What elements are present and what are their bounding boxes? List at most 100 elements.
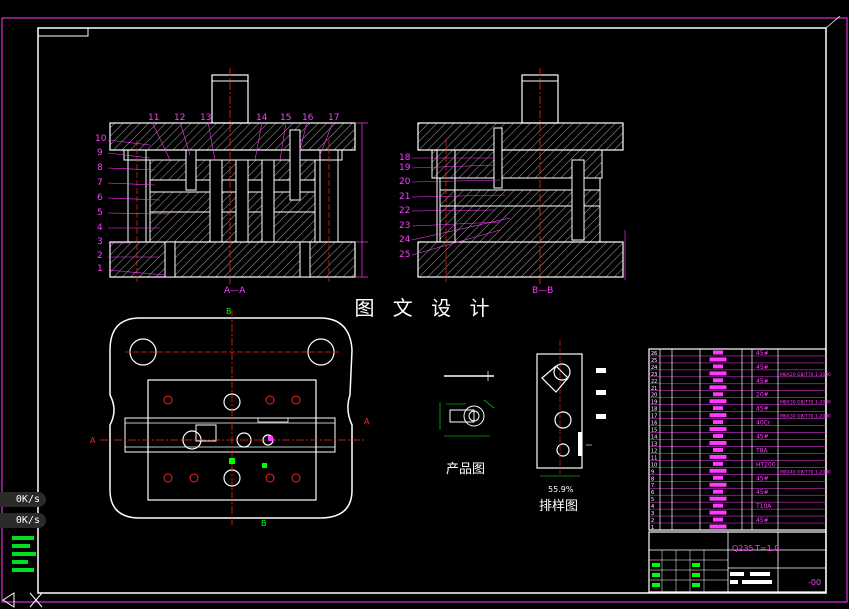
speed-graph xyxy=(12,532,38,580)
bom-row-number: 8 xyxy=(651,476,654,482)
title-thickness: T=1.0 xyxy=(754,544,779,553)
bom-row-number: 17 xyxy=(651,414,657,420)
bom-row-number: 7 xyxy=(651,483,654,489)
callout-13: 13 xyxy=(200,113,211,123)
section-bb-callouts: 18 19 20 21 22 23 24 25 xyxy=(399,153,411,260)
bom-row-name xyxy=(709,427,727,432)
bom-row-number: 26 xyxy=(651,351,657,357)
bom-row-name xyxy=(713,378,723,383)
title-drawing-no: -00 xyxy=(808,578,821,587)
bom-row-number: 1 xyxy=(651,525,654,531)
bom-row-name xyxy=(709,496,727,501)
plan-view-labels: B B A A xyxy=(90,307,370,528)
bom-row-name xyxy=(709,482,727,487)
callout-11: 11 xyxy=(148,113,159,123)
bom-row-number: 11 xyxy=(651,455,657,461)
callout-2: 2 xyxy=(97,251,103,261)
bom-row-name xyxy=(713,503,723,508)
plan-view xyxy=(100,310,365,525)
bom-row-name xyxy=(713,350,723,355)
bom-material: 45# xyxy=(756,489,769,496)
bom-standard: M8X30 GB/T70.1-2000 xyxy=(780,400,831,406)
plan-b-top: B xyxy=(226,307,232,316)
bom-row-name xyxy=(713,364,723,369)
bom-row-name xyxy=(709,357,727,362)
title-material: Q235 xyxy=(732,544,754,553)
bom-row-name xyxy=(713,517,723,522)
plan-a-left: A xyxy=(90,436,96,445)
bom-row-number: 5 xyxy=(651,497,654,503)
bom-row-number: 13 xyxy=(651,441,657,447)
callout-16: 16 xyxy=(302,113,314,123)
bom-row-name xyxy=(709,441,727,445)
bom-row-name xyxy=(709,468,727,473)
bom-material: 45# xyxy=(756,517,769,524)
bom-table: 45#45#45#20#45#40Cr45#T8AHT20045#45#T10A… xyxy=(648,348,831,531)
callout-10: 10 xyxy=(95,134,107,144)
callout-21: 21 xyxy=(399,192,410,202)
callout-15: 15 xyxy=(280,113,291,123)
material-utilization: 55.9% xyxy=(548,485,574,494)
bom-row-number: 9 xyxy=(651,469,654,475)
bom-row-number: 23 xyxy=(651,372,657,378)
section-aa-callouts-left: 10 9 8 7 6 5 4 3 2 1 xyxy=(95,134,107,274)
section-aa-view xyxy=(107,68,368,284)
bom-row-number: 22 xyxy=(651,379,657,385)
callout-12: 12 xyxy=(174,113,185,123)
bom-material: T10A xyxy=(755,503,772,510)
plan-b-bottom: B xyxy=(261,519,267,528)
watermark-text: 图 文 设 计 xyxy=(354,296,496,320)
bom-row-name xyxy=(713,434,723,438)
drawing-frame xyxy=(37,27,827,594)
callout-22: 22 xyxy=(399,206,410,216)
section-aa-label: A—A xyxy=(224,286,246,296)
bom-material: 45# xyxy=(756,364,769,371)
bom-row-name xyxy=(709,385,727,390)
callout-1: 1 xyxy=(97,264,103,274)
callout-23: 23 xyxy=(399,221,410,231)
bom-row-name xyxy=(713,461,723,466)
callout-7: 7 xyxy=(97,178,103,188)
section-bb-label: B—B xyxy=(532,286,553,296)
bom-material: 45# xyxy=(756,475,769,482)
callout-8: 8 xyxy=(97,163,103,173)
bom-row-name xyxy=(713,489,723,494)
download-speed-indicator[interactable]: 0K/s xyxy=(0,513,46,528)
bom-row-number: 10 xyxy=(651,462,657,468)
section-aa-callouts-top: 11 12 13 14 15 16 17 xyxy=(148,113,339,123)
callout-20: 20 xyxy=(399,177,411,187)
bom-row-number: 20 xyxy=(651,393,657,399)
bom-row-number: 12 xyxy=(651,448,657,454)
callout-3: 3 xyxy=(97,237,103,247)
upload-speed-indicator[interactable]: 0K/s xyxy=(0,492,46,507)
bom-row-number: 19 xyxy=(651,400,657,406)
callout-24: 24 xyxy=(399,235,411,245)
bom-row-name xyxy=(709,454,727,459)
callout-25: 25 xyxy=(399,250,410,260)
bom-row-number: 2 xyxy=(651,518,654,524)
callout-4: 4 xyxy=(97,223,103,233)
plan-a-right: A xyxy=(364,417,370,426)
strip-layout xyxy=(536,340,606,477)
bom-material: T8A xyxy=(755,447,768,454)
bom-standard: M8X20 GB/T70.1-2000 xyxy=(780,372,831,378)
bom-row-number: 4 xyxy=(651,504,654,510)
bom-row-number: 25 xyxy=(651,358,657,364)
bom-row-name xyxy=(709,399,727,404)
bom-material: 20# xyxy=(756,392,769,399)
bom-row-number: 24 xyxy=(651,365,657,371)
frame-corner-box xyxy=(37,27,89,37)
coordinate-origin-icon xyxy=(2,592,15,608)
callout-19: 19 xyxy=(399,163,411,173)
callout-17: 17 xyxy=(328,113,339,123)
callout-18: 18 xyxy=(399,153,411,163)
callout-14: 14 xyxy=(256,113,268,123)
bom-row-number: 3 xyxy=(651,511,654,517)
strip-layout-label: 排样图 xyxy=(539,499,578,514)
bom-standard: M6X30 GB/T70.1-2000 xyxy=(780,414,831,420)
bom-material: HT200 xyxy=(756,461,776,468)
section-bb-view xyxy=(411,68,626,284)
bom-row-number: 21 xyxy=(651,386,657,392)
callout-9: 9 xyxy=(97,148,103,158)
